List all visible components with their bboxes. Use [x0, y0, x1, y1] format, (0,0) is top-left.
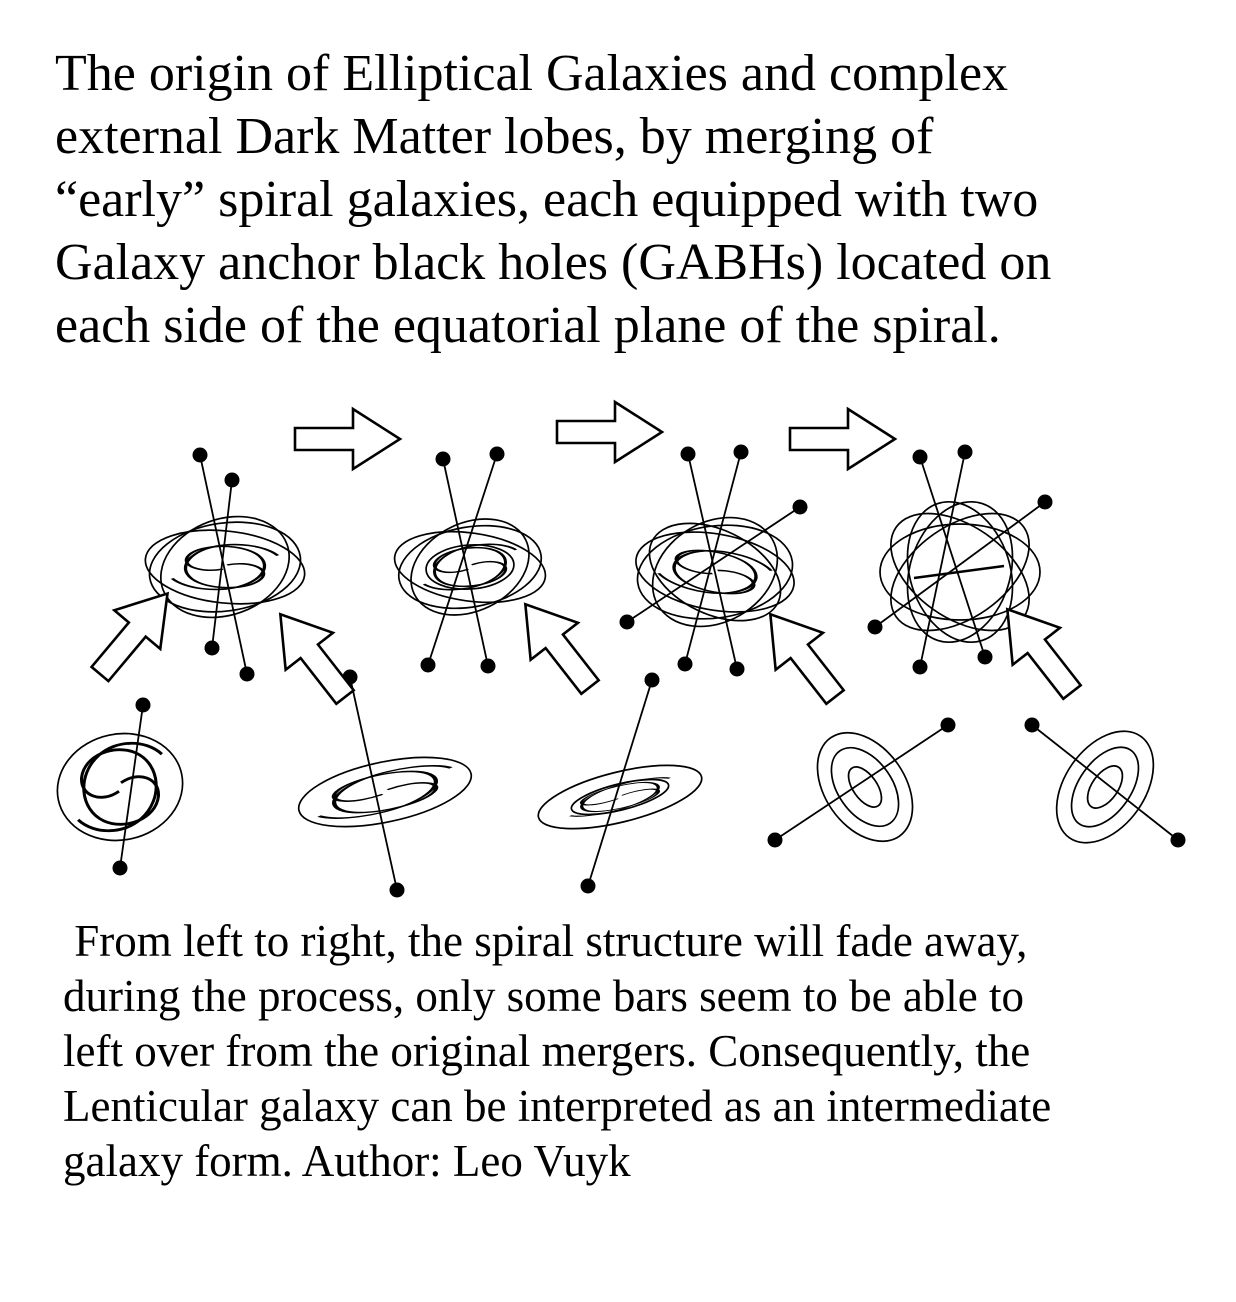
gabh-dot	[912, 449, 928, 465]
elliptical-galaxy-stage-3	[619, 444, 808, 677]
merge-input-arrow-5	[982, 589, 1097, 712]
gabh-dot	[580, 878, 596, 894]
caption-text: From left to right, the spiral structure…	[63, 914, 1216, 1189]
elliptical-galaxy-stage-2	[393, 446, 547, 674]
gabh-dot	[389, 882, 405, 898]
lenticular-galaxy-2	[1024, 717, 1186, 848]
spiral-bar-remnant	[172, 545, 278, 590]
caption-line-1: From left to right, the spiral structure…	[63, 916, 1028, 966]
gabh-dot	[940, 717, 956, 733]
merge-input-arrow-2	[255, 594, 370, 717]
elliptical-galaxy-stage-4	[867, 444, 1053, 675]
merge-input-arrow-1	[75, 572, 192, 695]
disk-rings	[1055, 730, 1155, 844]
merge-step-arrow-1	[293, 407, 402, 471]
merge-input-arrow-4	[745, 594, 860, 717]
spiral-arms	[313, 759, 457, 826]
gabh-dot	[912, 659, 928, 675]
caption-line-3: left over from the original mergers. Con…	[63, 1026, 1031, 1076]
caption-line-2: during the process, only some bars seem …	[63, 971, 1025, 1021]
merge-step-arrow-2	[555, 400, 664, 464]
gabh-dot	[677, 656, 693, 672]
title-line-3: “early” spiral galaxies, each equipped w…	[55, 171, 1039, 228]
spiral-bar-remnant	[420, 540, 521, 594]
gabh-dot	[977, 649, 993, 665]
gabh-dot	[435, 451, 451, 467]
caption-line-4: Lenticular galaxy can be interpreted as …	[63, 1081, 1052, 1131]
gabh-dot	[112, 860, 128, 876]
spiral-galaxy-2	[297, 669, 473, 898]
title-line-1: The origin of Elliptical Galaxies and co…	[55, 45, 1009, 102]
galaxy-envelope	[393, 518, 547, 616]
gabh-dot	[480, 658, 496, 674]
gabh-dot	[767, 832, 783, 848]
page-title: The origin of Elliptical Galaxies and co…	[55, 42, 1216, 357]
merge-step-arrow-3	[788, 407, 897, 471]
galaxy-merger-diagram	[56, 400, 1186, 898]
spiral-arms	[62, 735, 178, 840]
gabh-dot	[733, 444, 749, 460]
gabh-dot	[1037, 494, 1053, 510]
elliptical-galaxy-stage-1	[144, 447, 306, 682]
gabh-dot	[224, 472, 240, 488]
gabh-dot	[192, 447, 208, 463]
caption-line-5: galaxy form. Author: Leo Vuyk	[63, 1136, 631, 1186]
gabh-dot	[420, 657, 436, 673]
galaxy-envelope	[635, 516, 795, 628]
galaxy-envelope	[879, 500, 1041, 644]
gabh-dot	[644, 672, 660, 688]
diagram-page: The origin of Elliptical Galaxies and co…	[0, 42, 1236, 1189]
galaxy-envelope	[144, 515, 306, 619]
gabh-dot	[1170, 832, 1186, 848]
gabh-dot	[1024, 717, 1040, 733]
title-line-4: Galaxy anchor black holes (GABHs) locate…	[55, 234, 1052, 291]
gabh-dot	[867, 619, 883, 635]
title-line-2: external Dark Matter lobes, by merging o…	[55, 108, 934, 165]
gabh-dot	[957, 444, 973, 460]
central-bar	[913, 564, 1005, 580]
disk-rings	[816, 731, 914, 843]
merge-input-arrow-3	[500, 584, 615, 707]
gabh-dot	[489, 446, 505, 462]
spiral-galaxy-1	[56, 697, 184, 876]
title-line-5: each side of the equatorial plane of the…	[55, 297, 1001, 354]
gabh-dot	[239, 666, 255, 682]
gabh-dot	[680, 446, 696, 462]
gabh-dot	[135, 697, 151, 713]
gabh-dot	[619, 614, 635, 630]
spiral-galaxy-3	[537, 672, 703, 894]
gabh-dot	[729, 661, 745, 677]
lenticular-galaxy-1	[767, 717, 956, 848]
gabh-dot	[204, 640, 220, 656]
gabh-dot	[792, 499, 808, 515]
